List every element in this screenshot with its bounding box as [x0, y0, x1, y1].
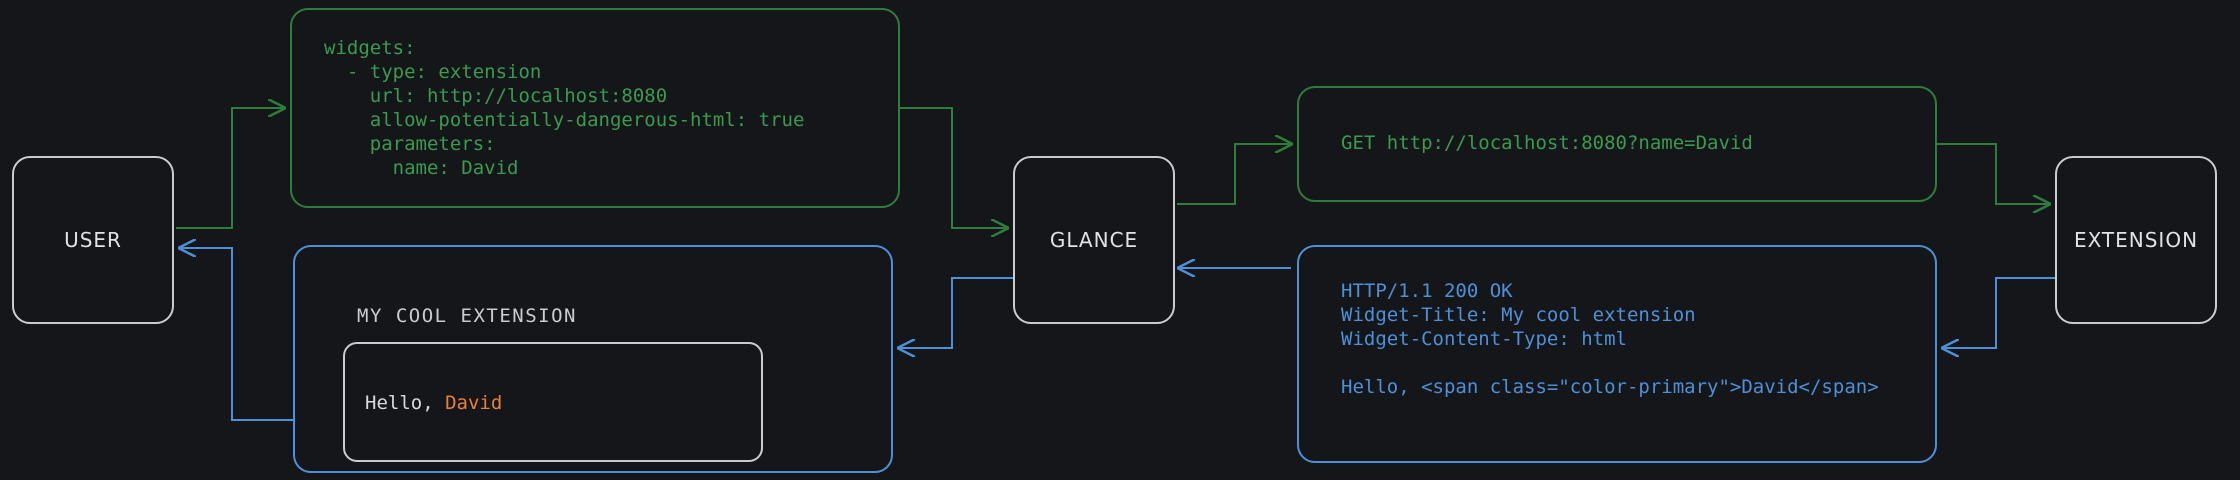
- node-user-label: USER: [64, 228, 122, 252]
- config-yaml-text: widgets: - type: extension url: http://l…: [324, 37, 805, 179]
- widget-greeting: Hello,: [365, 392, 446, 414]
- node-glance[interactable]: GLANCE: [1013, 156, 1175, 324]
- http-request-text: GET http://localhost:8080?name=David: [1341, 132, 1753, 154]
- node-user[interactable]: USER: [12, 156, 174, 324]
- widget-name-highlight: David: [445, 392, 503, 414]
- config-yaml-panel: widgets: - type: extension url: http://l…: [290, 8, 900, 208]
- node-glance-label: GLANCE: [1049, 228, 1139, 252]
- wire-extension-to-response: [1943, 277, 2055, 348]
- wire-config-to-glance: [900, 107, 1007, 228]
- wire-request-to-extension: [1937, 143, 2049, 204]
- http-response-panel: HTTP/1.1 200 OK Widget-Title: My cool ex…: [1297, 245, 1937, 463]
- widget-body-text: Hello, David: [365, 392, 502, 414]
- wire-glance-to-request: [1177, 144, 1291, 205]
- http-request-panel: GET http://localhost:8080?name=David: [1297, 86, 1937, 202]
- wire-glance-to-widget: [899, 277, 1013, 348]
- wire-user-to-config: [176, 108, 284, 229]
- rendered-widget-panel: MY COOL EXTENSION Hello, David: [293, 245, 893, 473]
- node-extension-label: EXTENSION: [2073, 228, 2199, 252]
- widget-content-card: Hello, David: [343, 342, 763, 462]
- http-response-text: HTTP/1.1 200 OK Widget-Title: My cool ex…: [1341, 280, 1879, 398]
- node-extension[interactable]: EXTENSION: [2055, 156, 2217, 324]
- widget-title: MY COOL EXTENSION: [357, 305, 577, 327]
- wire-widget-to-user: [180, 248, 293, 421]
